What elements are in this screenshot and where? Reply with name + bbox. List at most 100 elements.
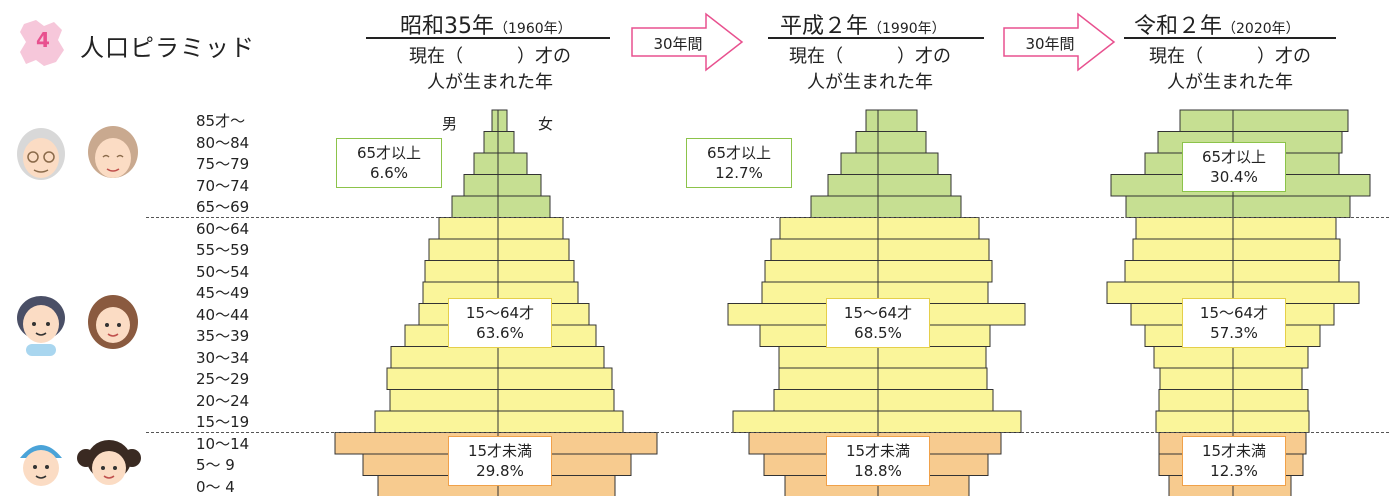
girl-icon: [88, 295, 138, 349]
bar-male-75〜79: [840, 152, 879, 175]
bar-male-85才〜: [491, 109, 499, 132]
bar-male-60〜64: [779, 217, 879, 240]
bar-female-70〜74: [497, 174, 542, 197]
bar-female-55〜59: [1232, 238, 1341, 261]
bar-male-50〜54: [1124, 260, 1234, 283]
age-label: 85才〜: [196, 112, 246, 130]
period-title-1990: 平成２年（1990年）: [780, 14, 946, 39]
bar-male-20〜24: [773, 389, 879, 412]
section-number: 4: [36, 28, 50, 52]
bar-female-60〜64: [1232, 217, 1337, 240]
bar-male-30〜34: [1153, 346, 1234, 369]
elderly-woman-icon: [88, 126, 138, 178]
bar-male-75〜79: [473, 152, 499, 175]
bar-male-65〜69: [810, 195, 879, 218]
elderly-man-icon: [17, 128, 65, 180]
bar-female-50〜54: [497, 260, 575, 283]
bar-male-55〜59: [1132, 238, 1234, 261]
bar-male-15〜19: [374, 410, 499, 433]
bar-female-60〜64: [877, 217, 980, 240]
bar-male-25〜29: [386, 367, 499, 390]
bar-female-25〜29: [877, 367, 988, 390]
period-subtitle-2020: 現在（ ）才の人が生まれた年: [1149, 46, 1311, 93]
age-label: 50〜54: [196, 262, 250, 281]
bar-male-80〜84: [855, 131, 879, 154]
bar-female-15〜19: [877, 410, 1022, 433]
bar-female-20〜24: [497, 389, 615, 412]
bar-male-20〜24: [389, 389, 499, 412]
period-subtitle-1990: 現在（ ）才の人が生まれた年: [789, 46, 951, 93]
age-label: 35〜39: [196, 327, 250, 345]
period-rule-1960: [366, 37, 610, 39]
divider-15: [146, 432, 1389, 433]
baby-girl-icon: [77, 440, 141, 485]
bar-male-60〜64: [1135, 217, 1234, 240]
bar-male-85才〜: [1179, 109, 1234, 132]
bar-male-80〜84: [483, 131, 499, 154]
bar-female-55〜59: [877, 238, 990, 261]
age-label: 75〜79: [196, 155, 250, 173]
bar-female-30〜34: [1232, 346, 1309, 369]
bar-male-60〜64: [438, 217, 499, 240]
bar-male-20〜24: [1158, 389, 1234, 412]
bar-male-65〜69: [1125, 195, 1234, 218]
bar-male-55〜59: [428, 238, 499, 261]
bar-female-50〜54: [877, 260, 993, 283]
bar-male-30〜34: [390, 346, 499, 369]
age-label: 60〜64: [196, 219, 250, 238]
arrow-right-icon: [1003, 12, 1116, 72]
arrow-label-2: 30年間: [1025, 35, 1075, 53]
bar-female-25〜29: [497, 367, 613, 390]
bar-female-80〜84: [497, 131, 515, 154]
bar-female-15〜19: [497, 410, 624, 433]
age-label: 30〜34: [196, 348, 250, 367]
age-label: 70〜74: [196, 176, 250, 195]
pyramid-1960: [334, 109, 658, 496]
prefecture-map-icon: [20, 20, 64, 66]
bar-female-75〜79: [877, 152, 939, 175]
female-label: 女: [538, 115, 554, 133]
bar-female-85才〜: [1232, 109, 1349, 132]
age-label: 20〜24: [196, 391, 250, 410]
bar-male-70〜74: [827, 174, 879, 197]
boy-icon: [17, 296, 65, 356]
age-label: 40〜44: [196, 305, 250, 324]
bar-female-30〜34: [877, 346, 987, 369]
male-label: 男: [442, 115, 458, 133]
bar-female-80〜84: [877, 131, 927, 154]
age-label: 10〜14: [196, 434, 250, 453]
divider-65: [146, 217, 1389, 218]
bar-female-65〜69: [1232, 195, 1351, 218]
bar-female-85才〜: [877, 109, 918, 132]
bar-male-50〜54: [424, 260, 499, 283]
bar-male-15〜19: [1155, 410, 1234, 433]
period-title-1960: 昭和35年（1960年）: [400, 14, 572, 39]
bar-male-65〜69: [451, 195, 499, 218]
bar-male-70〜74: [463, 174, 499, 197]
age-label: 65〜69: [196, 198, 250, 216]
bar-male-25〜29: [1159, 367, 1234, 390]
bar-female-55〜59: [497, 238, 570, 261]
age-label: 0〜 4: [196, 477, 235, 496]
age-label: 80〜84: [196, 133, 250, 152]
age-label: 15〜19: [196, 413, 250, 431]
bar-female-60〜64: [497, 217, 564, 240]
bar-male-25〜29: [778, 367, 879, 390]
bar-female-25〜29: [1232, 367, 1303, 390]
period-title-2020: 令和２年（2020年）: [1134, 14, 1300, 39]
period-rule-1990: [768, 37, 984, 39]
bar-male-85才〜: [865, 109, 879, 132]
bar-male-55〜59: [770, 238, 879, 261]
baby-boy-icon: [20, 445, 62, 486]
age-label: 5〜 9: [196, 456, 235, 474]
age-label: 45〜49: [196, 284, 250, 302]
bar-female-75〜79: [497, 152, 528, 175]
bar-female-85才〜: [497, 109, 508, 132]
